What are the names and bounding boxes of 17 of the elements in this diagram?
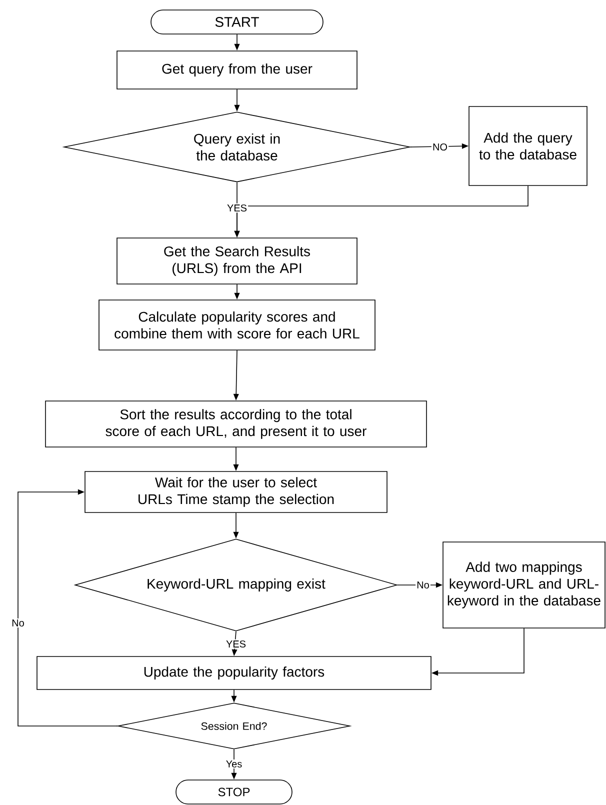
edge-label: No xyxy=(10,618,26,628)
process-box: Add two mappings keyword-URL and URL-keyword in the database xyxy=(442,542,606,628)
process-box: Get the Search Results (URLS) from the API xyxy=(116,238,358,284)
process-box: Wait for the user to select URLs Time stamp the selection xyxy=(84,471,388,513)
process-box: Update the popularity factors xyxy=(36,656,432,690)
process-box: Get query from the user xyxy=(116,50,358,90)
process-box: Sort the results according to the total score of each URL, and present it to user xyxy=(45,400,427,448)
process-box: Add the query to the database xyxy=(468,106,588,186)
edge-label: No xyxy=(416,580,430,590)
process-box: Calculate popularity scores and combine them with score for each URL xyxy=(98,300,376,350)
terminal-box: START xyxy=(150,10,324,34)
edge-label: YES xyxy=(224,639,248,649)
edge-label: Yes xyxy=(224,759,244,769)
edge-label: YES xyxy=(226,203,248,213)
arrow xyxy=(18,489,118,726)
terminal-box: STOP xyxy=(176,780,292,804)
edge-label: NO xyxy=(431,142,449,152)
